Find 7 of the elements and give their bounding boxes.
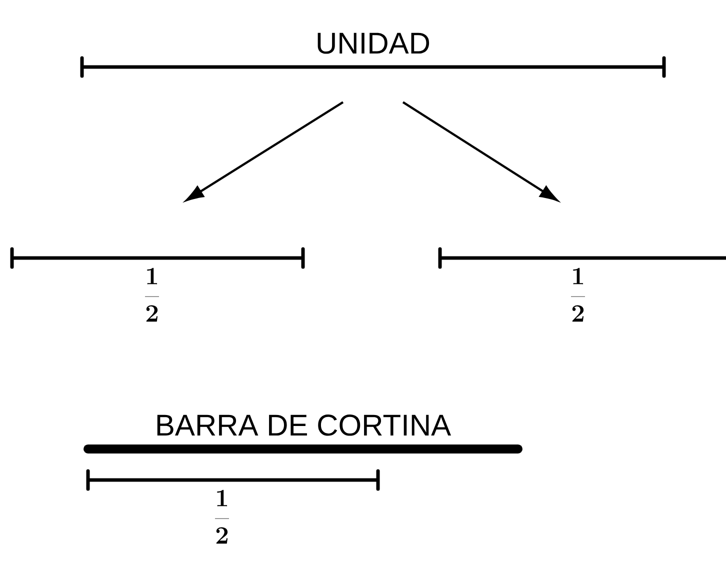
arrow (186, 101, 344, 202)
line-segment: $\frac{1}{2}$ (10, 247, 305, 322)
curtain-rod-bar: BARRA DE CORTINA (84, 414, 522, 454)
line-segment: $\frac{1}{2}$ (438, 247, 726, 322)
arrow (402, 101, 558, 202)
line-segment: $\frac{1}{2}$ (86, 469, 380, 544)
line-segment: UNIDAD (80, 32, 666, 78)
